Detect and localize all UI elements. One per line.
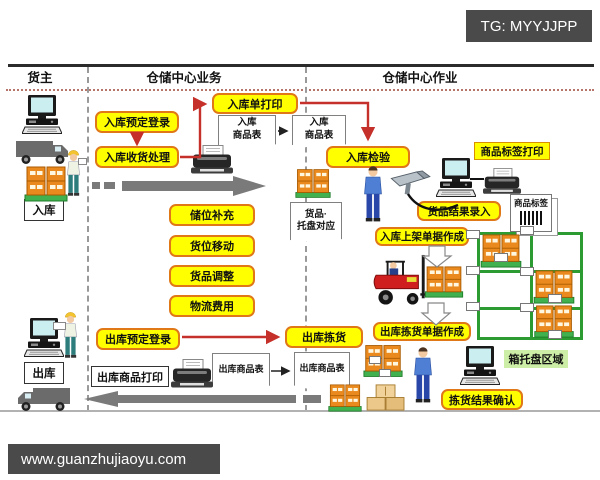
node-inbound: 入库 [24, 199, 64, 221]
node-location-move: 货位移动 [169, 235, 255, 257]
printer-icon [191, 145, 233, 176]
node-putaway-doc: 入库上架单据作成 [375, 227, 469, 246]
node-inbound-slip-print: 入库单打印 [212, 93, 298, 114]
papers-icon [53, 322, 66, 330]
node-outbound-pick-doc: 出库拣货单据作成 [373, 322, 471, 341]
rack-tag [369, 356, 381, 364]
lane-header-center-operation: 仓储中心作业 [382, 71, 458, 85]
node-outbound-goods-print: 出库商品打印 [91, 366, 169, 387]
node-label-print: 商品标签打印 [474, 142, 550, 160]
rack-tag [520, 267, 534, 276]
node-box-pallet-area: 箱托盘区域 [504, 350, 568, 368]
barcode-icon [520, 211, 542, 225]
lane-header-center-business: 仓储中心业务 [146, 71, 222, 85]
computer-icon [22, 95, 62, 135]
node-outbound-pick: 出库拣货 [285, 326, 363, 348]
inbound-conveyor-arrow [122, 176, 266, 196]
rack-tag [520, 226, 534, 235]
lane-header-owner: 货主 [27, 71, 53, 85]
ground-line [0, 410, 600, 412]
outbound-conveyor-arrow [84, 391, 296, 407]
truck-icon [16, 139, 70, 165]
doc-goods-pallet-map: 货品· 托盘对应 [290, 202, 342, 244]
conveyor-dash [92, 182, 100, 189]
worker-icon [62, 310, 79, 362]
computer-icon [436, 158, 476, 198]
node-outbound-reserve: 出库预定登录 [96, 328, 180, 350]
lane-divider-1 [87, 67, 89, 411]
printer-icon [171, 359, 213, 390]
doc-inbound-goods-table-2: 入库 商品表 [292, 115, 346, 148]
node-inbound-inspect: 入库检验 [326, 146, 410, 168]
pallet-icon [24, 166, 68, 202]
pallet-icon [479, 234, 523, 268]
papers-icon [78, 158, 87, 165]
pallet-icon [295, 167, 331, 200]
node-storage-replenish: 储位补充 [169, 204, 255, 226]
cardboard-boxes-icon [366, 384, 406, 411]
goods-label-text: 商品标签 [513, 198, 548, 208]
conveyor-dash [104, 182, 115, 189]
node-logistics-cost: 物流费用 [169, 295, 255, 317]
doc-inbound-goods-table-1: 入库 商品表 [218, 115, 276, 148]
staff-icon [412, 346, 434, 408]
staff-icon [362, 166, 384, 226]
pallet-icon [424, 266, 464, 298]
rack-tag [466, 266, 480, 275]
computer-icon [460, 346, 500, 386]
node-pick-confirm: 拣货结果确认 [441, 389, 523, 410]
rack-tag [379, 369, 391, 377]
doc-outbound-goods-table-1: 出库商品表 [212, 353, 270, 390]
truck-icon [16, 386, 70, 412]
node-outbound: 出库 [24, 362, 64, 384]
diagram-top-border [8, 64, 594, 67]
header-dotted-line [6, 89, 594, 91]
rack-tag [466, 230, 480, 239]
node-goods-adjust: 货品调整 [169, 265, 255, 287]
node-inbound-reserve: 入库预定登录 [95, 111, 179, 133]
rack-tag [548, 294, 562, 303]
printer-icon [483, 168, 521, 196]
doc-outbound-goods-table-2: 出库商品表 [294, 352, 350, 389]
rack-tag [548, 330, 562, 339]
rack-vertical-line [530, 235, 533, 337]
node-inbound-receive: 入库收货处理 [95, 146, 179, 168]
rack-tag [466, 302, 480, 311]
rack-tag [494, 253, 508, 262]
node-goods-result-entry: 货品结果录入 [417, 201, 501, 221]
pallet-icon [328, 384, 362, 412]
tg-watermark-badge: TG: MYYJJPP [466, 10, 592, 42]
barcode-scanner-icon [390, 170, 434, 200]
rack-tag [520, 303, 534, 312]
site-watermark-badge: www.guanzhujiaoyu.com [8, 444, 220, 474]
